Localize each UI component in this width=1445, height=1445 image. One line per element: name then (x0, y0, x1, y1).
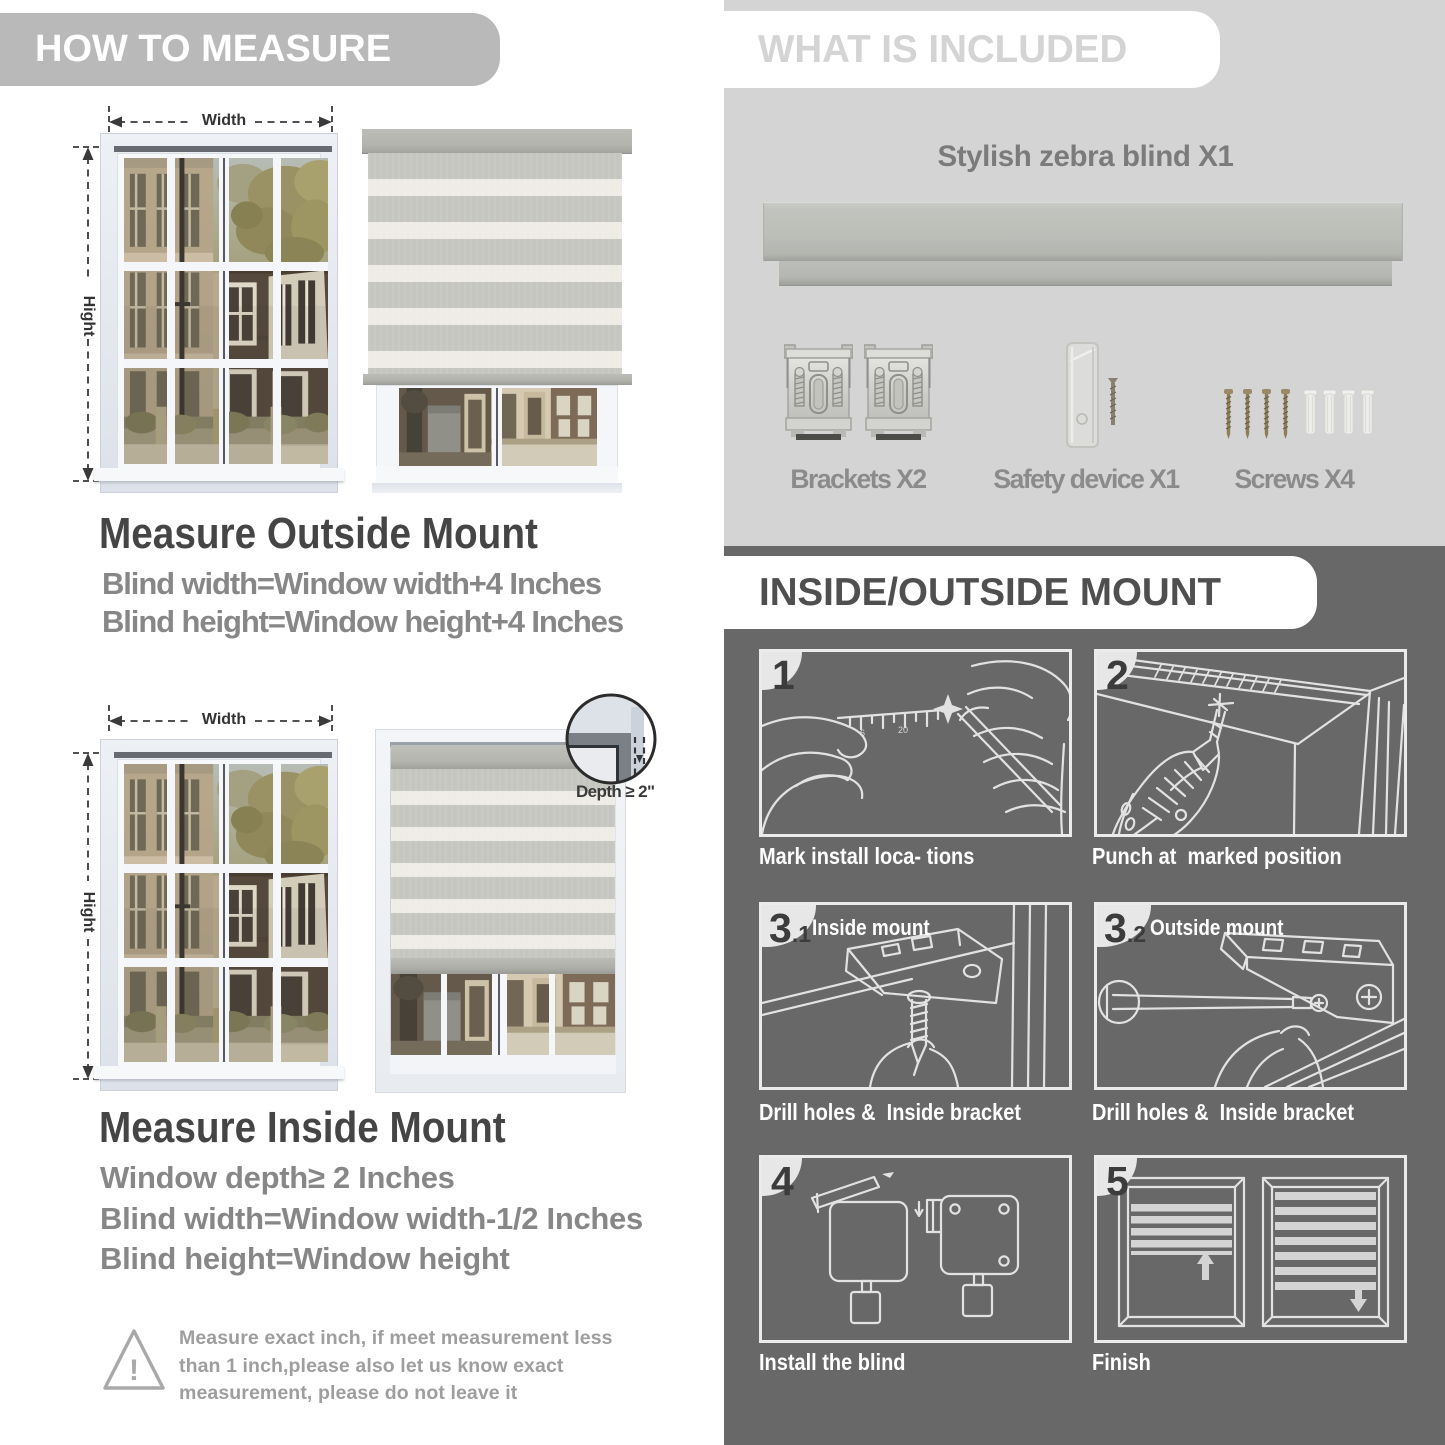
svg-text:20: 20 (898, 725, 908, 735)
svg-text:!: ! (129, 1354, 139, 1387)
svg-text:6: 6 (860, 728, 865, 738)
